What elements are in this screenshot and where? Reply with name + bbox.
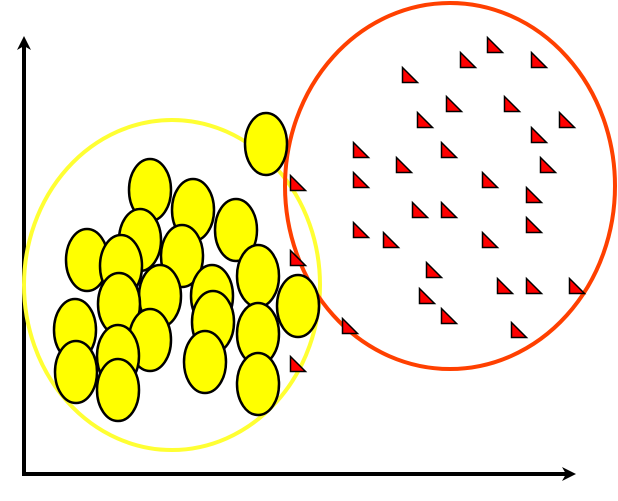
- red-point-16: [481, 170, 500, 189]
- red-point-3: [530, 50, 549, 69]
- red-point-5: [445, 94, 464, 113]
- red-point-31: [440, 306, 459, 325]
- red-point-2: [459, 50, 478, 69]
- red-point-7: [416, 110, 435, 129]
- red-point-10: [352, 140, 371, 159]
- yellow-point-22: [95, 357, 141, 423]
- red-point-1: [486, 35, 505, 54]
- red-point-28: [525, 276, 544, 295]
- yellow-point-1: [243, 111, 289, 177]
- red-point-27: [496, 276, 515, 295]
- red-point-33: [289, 354, 308, 373]
- red-point-13: [539, 155, 558, 174]
- red-point-6: [503, 94, 522, 113]
- cluster-a-boundary: [22, 118, 322, 452]
- red-point-4: [401, 65, 420, 84]
- red-point-24: [289, 248, 308, 267]
- red-point-25: [425, 260, 444, 279]
- red-point-19: [440, 200, 459, 219]
- red-point-11: [440, 140, 459, 159]
- red-point-32: [510, 320, 529, 339]
- red-point-15: [352, 170, 371, 189]
- red-point-17: [525, 185, 544, 204]
- yellow-point-20: [53, 339, 99, 405]
- yellow-point-9: [235, 243, 281, 309]
- red-point-29: [568, 276, 587, 295]
- red-point-30: [341, 316, 360, 335]
- red-point-20: [352, 220, 371, 239]
- red-point-8: [558, 110, 577, 129]
- red-point-22: [481, 230, 500, 249]
- red-point-9: [530, 125, 549, 144]
- cluster-b-boundary: [283, 1, 617, 371]
- red-point-18: [411, 200, 430, 219]
- yellow-point-4: [213, 197, 259, 263]
- red-point-21: [382, 230, 401, 249]
- yellow-point-21: [235, 351, 281, 417]
- red-point-12: [395, 155, 414, 174]
- red-point-14: [289, 173, 308, 192]
- red-point-23: [525, 215, 544, 234]
- cluster-a-points: [52, 111, 321, 423]
- yellow-point-13: [275, 273, 321, 339]
- cluster-b-points: [289, 35, 587, 373]
- yellow-point-19: [182, 329, 228, 395]
- red-point-26: [418, 286, 437, 305]
